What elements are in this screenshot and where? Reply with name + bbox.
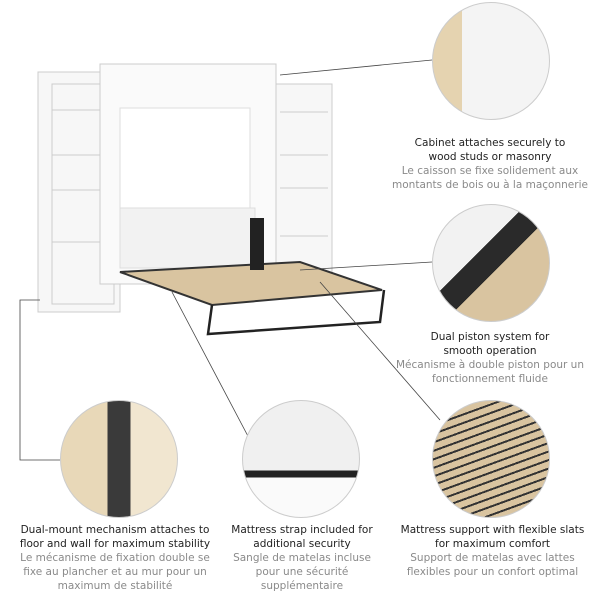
- caption-fr: Sangle de matelas incluse pour une sécur…: [233, 552, 371, 592]
- callout-lines: [19, 59, 441, 461]
- caption-en: Mattress strap included for additional s…: [231, 524, 373, 550]
- caption-en: Cabinet attaches securely to wood studs …: [414, 137, 566, 163]
- feature-caption-strap: Mattress strap included for additional s…: [222, 523, 382, 593]
- detail-mattress-strap-image: [242, 400, 360, 518]
- caption-en: Dual-mount mechanism attaches to floor a…: [19, 524, 211, 550]
- caption-fr: Mécanisme à double piston pour un foncti…: [396, 359, 584, 385]
- caption-fr: Le caisson se fixe solidement aux montan…: [392, 165, 588, 191]
- murphy-bed-with-shelves: [37, 63, 386, 336]
- detail-slats-image: [432, 400, 550, 518]
- feature-caption-dual-mount: Dual-mount mechanism attaches to floor a…: [10, 523, 220, 593]
- detail-wall-mount-image: [432, 2, 550, 120]
- feature-caption-slats: Mattress support with flexible slats for…: [395, 523, 590, 579]
- caption-en: Mattress support with flexible slats for…: [400, 524, 585, 550]
- detail-piston-image: [432, 204, 550, 322]
- feature-caption-piston: Dual piston system for smooth operation …: [385, 330, 595, 386]
- feature-caption-cabinet: Cabinet attaches securely to wood studs …: [380, 136, 600, 192]
- caption-en: Dual piston system for smooth operation: [430, 331, 550, 357]
- caption-fr: Support de matelas avec lattes flexibles…: [406, 552, 579, 578]
- detail-floor-mount-image: [60, 400, 178, 518]
- caption-fr: Le mécanisme de fixation double se fixe …: [20, 552, 210, 592]
